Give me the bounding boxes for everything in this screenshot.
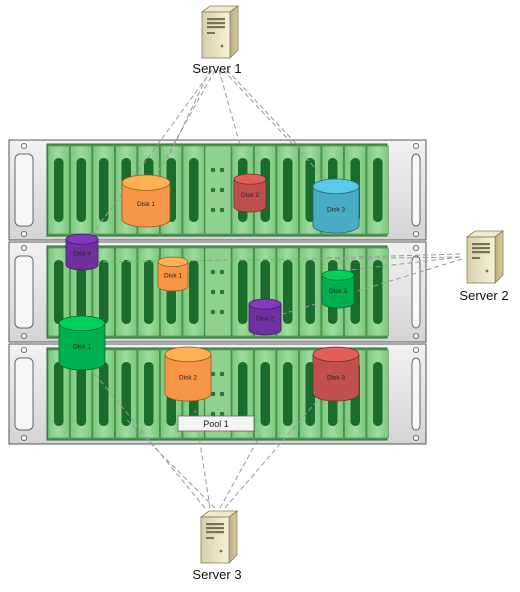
disk-mid-disk3: Disk 3 — [321, 269, 355, 309]
disk-top-disk2: Disk 2 — [233, 173, 267, 213]
status-led — [219, 371, 225, 377]
rack-unit-top — [8, 139, 427, 241]
rack-enclosure — [8, 139, 427, 445]
connection-line — [126, 419, 216, 509]
server-1: Server 1 — [192, 5, 242, 76]
pool-label: Pool 1 — [203, 419, 229, 429]
rack-handle — [14, 153, 34, 227]
connection-line — [269, 258, 463, 319]
server-icon — [200, 5, 240, 59]
connection-line — [224, 379, 336, 509]
rack-handle — [411, 357, 421, 431]
status-led — [210, 207, 216, 213]
server-3: Server 3 — [192, 510, 242, 582]
disk-label: Disk 2 — [256, 316, 274, 323]
disk-bot-disk2: Disk 2 — [164, 346, 212, 402]
rack-handle — [411, 153, 421, 227]
disk-label: Disk 2 — [241, 192, 259, 199]
rack-handle — [411, 255, 421, 329]
pool-label-box: Pool 1 — [177, 415, 255, 432]
connection-line — [349, 256, 461, 271]
connection-line — [218, 69, 241, 146]
server-2: Server 2 — [459, 230, 509, 303]
disk-top-disk3: Disk 3 — [312, 178, 360, 234]
status-led — [210, 371, 216, 377]
disk-bot-disk3: Disk 3 — [312, 346, 360, 402]
server-icon — [465, 230, 505, 284]
status-led — [219, 411, 225, 417]
status-led — [219, 391, 225, 397]
status-led — [210, 289, 216, 295]
status-led — [219, 269, 225, 275]
connection-line — [89, 367, 206, 509]
status-led — [210, 411, 216, 417]
status-led — [210, 269, 216, 275]
status-led — [219, 187, 225, 193]
disk-label: Disk 1 — [73, 343, 91, 350]
disk-label: Disk 1 — [164, 272, 182, 279]
server-1-label: Server 1 — [192, 61, 241, 76]
status-led — [219, 167, 225, 173]
connection-line — [167, 69, 211, 159]
rack-handle — [14, 255, 34, 329]
status-led — [210, 391, 216, 397]
disk-label: Disk 1 — [137, 201, 155, 208]
disk-label: Disk 4 — [73, 251, 91, 258]
connection-line — [226, 69, 301, 149]
connection-line — [219, 431, 263, 509]
connection-line — [92, 256, 461, 263]
disk-group: Disk 1 Disk 2 Disk 3 Disk 4 Disk 1 Disk 2 Disk… — [58, 173, 360, 402]
status-led — [210, 187, 216, 193]
disk-mid-disk4: Disk 4 — [65, 233, 99, 271]
status-led — [219, 289, 225, 295]
server-icon — [199, 510, 239, 564]
server-3-label: Server 3 — [192, 567, 241, 582]
connection-line — [319, 253, 461, 259]
status-led — [210, 309, 216, 315]
disk-label: Disk 3 — [327, 374, 345, 381]
status-led — [210, 167, 216, 173]
rack-handle — [14, 357, 34, 431]
disk-label: Disk 3 — [329, 288, 347, 295]
status-led — [219, 309, 225, 315]
server-2-label: Server 2 — [459, 288, 508, 303]
disk-mid-disk2: Disk 2 — [248, 298, 282, 336]
disk-label: Disk 2 — [179, 374, 197, 381]
disk-bot-disk1: Disk 1 — [58, 315, 106, 371]
status-led — [219, 207, 225, 213]
disk-top-disk1: Disk 1 — [121, 174, 171, 228]
disk-mid-disk1: Disk 1 — [157, 256, 189, 292]
disk-label: Disk 3 — [327, 206, 345, 213]
